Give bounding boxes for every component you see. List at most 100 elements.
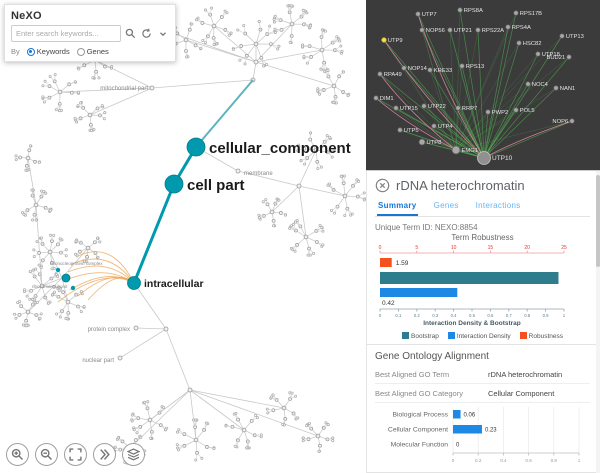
gene-node-NOP14[interactable] — [401, 65, 407, 71]
gene-node-NAN1[interactable] — [553, 85, 559, 91]
gene-node-DIM1[interactable] — [373, 95, 379, 101]
gene-label: UTP13 — [566, 34, 584, 40]
bar-interaction-density — [380, 288, 458, 297]
term-node-cell_part[interactable] — [164, 174, 184, 194]
gene-label: RPS22A — [482, 28, 504, 34]
gene-node-NOP56[interactable] — [419, 27, 425, 33]
scrollbar-thumb[interactable] — [596, 175, 600, 267]
gene-node-NOC4[interactable] — [525, 81, 531, 87]
search-card: NeXO By Keywords — [4, 4, 176, 62]
gene-label: UTP9 — [388, 38, 403, 44]
tree-minor-label: membrane — [244, 171, 273, 177]
gene-node-RPA49[interactable] — [377, 71, 383, 77]
term-node-intracellular[interactable] — [127, 276, 141, 290]
fit-to-screen-button[interactable] — [64, 443, 87, 466]
tab-summary[interactable]: Summary — [377, 198, 418, 216]
gene-node-NOP6[interactable] — [569, 118, 575, 124]
tree-minor-label: mitochondrial part — [100, 86, 148, 92]
gene-node-UTP10[interactable] — [477, 151, 491, 165]
tree-major-label: intracellular — [144, 278, 204, 290]
gene-node-BUD21[interactable] — [566, 54, 572, 60]
gene-node-RRP7[interactable] — [455, 105, 461, 111]
gene-node-RPS4A[interactable] — [505, 24, 511, 30]
gene-label: DIM1 — [380, 96, 394, 102]
collapse-all-button[interactable] — [93, 443, 116, 466]
svg-text:0.7: 0.7 — [506, 313, 513, 318]
go-alignment-row: Best Aligned GO Term rDNA heterochromatin — [375, 365, 590, 384]
gene-node-POL5[interactable] — [513, 107, 519, 113]
term-node-cellular_component[interactable] — [186, 137, 206, 157]
detail-tabs: Summary Genes Interactions — [375, 198, 590, 217]
go-chart-category: Molecular Function — [391, 442, 449, 449]
gene-label: RRP7 — [462, 106, 477, 112]
gene-label: EMG1 — [462, 148, 478, 154]
go-chart-value: 0.23 — [485, 428, 497, 434]
svg-text:0.5: 0.5 — [469, 313, 476, 318]
gene-label: NOP6 — [552, 119, 568, 125]
gene-node-PWP2[interactable] — [485, 109, 491, 115]
svg-text:0.9: 0.9 — [543, 313, 550, 318]
gene-node-UTP4[interactable] — [431, 123, 437, 129]
search-icon[interactable] — [124, 27, 137, 40]
gene-node-UTP7[interactable] — [415, 11, 421, 17]
gene-node-UTP5[interactable] — [397, 127, 403, 133]
svg-text:1.59: 1.59 — [396, 260, 409, 267]
close-icon[interactable] — [375, 178, 390, 193]
svg-text:10: 10 — [451, 245, 457, 251]
gene-label: UTP22 — [428, 104, 446, 110]
go-chart-bar — [453, 425, 482, 434]
svg-text:0: 0 — [379, 245, 382, 251]
term-node-selected_subterm[interactable] — [61, 273, 71, 283]
go-row-label: Best Aligned GO Term — [375, 369, 450, 379]
gene-label: UTP7 — [422, 12, 437, 18]
gene-label: RPS4A — [512, 25, 531, 31]
gene-node-EMG1[interactable] — [451, 145, 461, 155]
go-row-value: Cellular Component — [488, 388, 555, 398]
detail-scrollbar[interactable] — [596, 171, 600, 473]
gene-node-UTP18[interactable] — [535, 51, 541, 57]
gene-node-UTP9[interactable] — [381, 37, 387, 43]
chevron-down-icon[interactable] — [156, 27, 169, 40]
layers-button[interactable] — [122, 443, 145, 466]
legend-item-robustness: Robustness — [519, 332, 563, 340]
svg-text:0: 0 — [452, 458, 455, 463]
radio-keywords[interactable]: Keywords — [26, 47, 70, 56]
tree-major-label: cellular_component — [209, 140, 351, 157]
tab-genes[interactable]: Genes — [433, 201, 459, 210]
svg-text:0: 0 — [379, 313, 382, 318]
gene-label: UTP21 — [454, 28, 472, 34]
zoom-in-button[interactable] — [6, 443, 29, 466]
zoom-out-button[interactable] — [35, 443, 58, 466]
gene-label: UTP18 — [542, 52, 560, 58]
tab-interactions[interactable]: Interactions — [475, 201, 521, 210]
gene-node-UTP21[interactable] — [447, 27, 453, 33]
gene-node-RPS17B[interactable] — [513, 10, 519, 16]
gene-node-UTP13[interactable] — [559, 33, 565, 39]
gene-label: UTP5 — [404, 128, 419, 134]
search-input[interactable] — [11, 25, 121, 42]
gene-label: RPS8A — [464, 8, 483, 14]
reset-search-icon[interactable] — [140, 27, 153, 40]
gene-node-UTP8[interactable] — [418, 138, 426, 146]
gene-node-KRE33[interactable] — [427, 67, 433, 73]
radio-keywords-circle[interactable] — [26, 47, 35, 56]
legend-swatch — [402, 332, 409, 339]
gene-label: RPA49 — [384, 72, 402, 78]
gene-node-UTP22[interactable] — [421, 103, 427, 109]
gene-label: NOP56 — [426, 28, 445, 34]
unique-term-id: Unique Term ID: NEXO:8854 — [375, 223, 478, 232]
radio-genes-circle[interactable] — [76, 47, 85, 56]
radio-genes[interactable]: Genes — [76, 47, 109, 56]
gene-label: NOP14 — [408, 66, 428, 72]
go-row-value: rDNA heterochromatin — [488, 369, 563, 379]
gene-node-RPS13[interactable] — [459, 63, 465, 69]
gene-node-UTP15[interactable] — [393, 105, 399, 111]
gene-node-RPS8A[interactable] — [457, 7, 463, 13]
gene-node-HSC82[interactable] — [516, 40, 522, 46]
gene-node-RPS22A[interactable] — [475, 27, 481, 33]
